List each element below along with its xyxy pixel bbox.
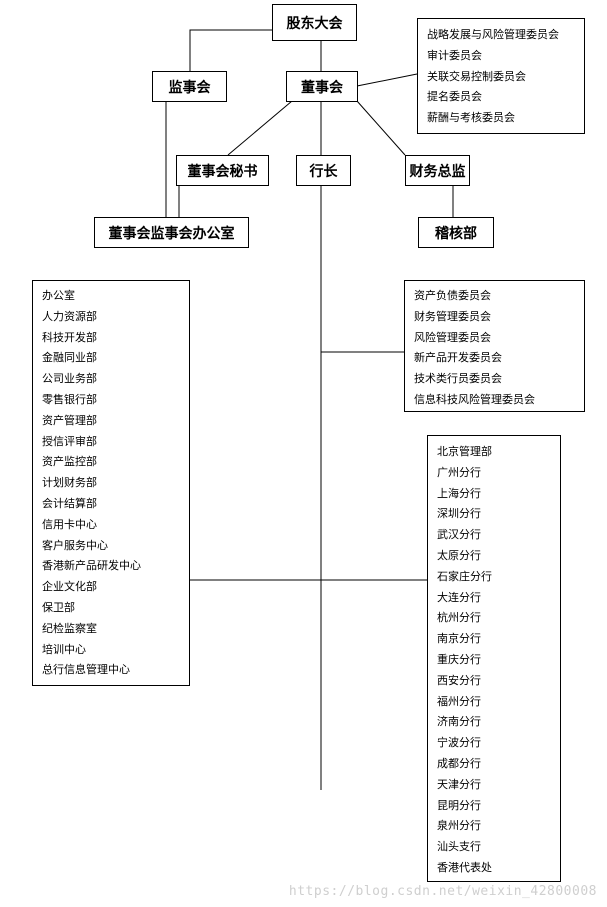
branch-item: 成都分行 — [437, 756, 481, 770]
president-label: 行长 — [309, 163, 338, 180]
branch-item: 香港代表处 — [437, 860, 492, 874]
branch-item: 重庆分行 — [437, 652, 481, 666]
line-board-committees — [356, 73, 418, 87]
president-committees-box: 资产负债委员会 财务管理委员会 风险管理委员会 新产品开发委员会 技术类行员委员… — [404, 280, 585, 412]
branch-item: 广州分行 — [437, 465, 481, 479]
joint-office-label: 董事会监事会办公室 — [108, 225, 235, 242]
department-item: 科技开发部 — [42, 330, 97, 344]
board-of-directors-node: 董事会 — [286, 71, 358, 102]
president-committee-item: 财务管理委员会 — [414, 309, 491, 323]
department-item: 客户服务中心 — [42, 538, 108, 552]
board-committees-box: 战略发展与风险管理委员会 审计委员会 关联交易控制委员会 提名委员会 薪酬与考核… — [417, 18, 585, 134]
branch-item: 杭州分行 — [437, 611, 481, 625]
department-item: 纪检监察室 — [42, 621, 97, 635]
audit-dept-node: 稽核部 — [418, 217, 494, 248]
shareholders-meeting-node: 股东大会 — [272, 4, 357, 41]
branch-item: 北京管理部 — [437, 445, 492, 458]
department-item: 香港新产品研发中心 — [42, 559, 141, 573]
branch-item: 济南分行 — [437, 715, 481, 729]
department-item: 总行信息管理中心 — [42, 663, 130, 677]
line-board-secretary — [227, 100, 293, 156]
board-committee-item: 战略发展与风险管理委员会 — [427, 28, 559, 41]
president-committee-item: 新产品开发委员会 — [414, 351, 502, 365]
watermark: https://blog.csdn.net/weixin_42800008 — [288, 884, 597, 899]
department-item: 会计结算部 — [42, 496, 97, 510]
department-item: 办公室 — [42, 289, 75, 302]
president-committee-item: 资产负债委员会 — [414, 289, 491, 302]
department-item: 资产监控部 — [42, 455, 97, 469]
department-item: 资产管理部 — [42, 413, 97, 427]
board-of-directors-label: 董事会 — [301, 79, 343, 96]
board-committee-item: 提名委员会 — [427, 90, 482, 104]
branch-item: 武汉分行 — [437, 528, 481, 542]
audit-dept-label: 稽核部 — [435, 225, 477, 242]
department-item: 金融同业部 — [42, 351, 97, 365]
branch-item: 宁波分行 — [437, 736, 481, 750]
branch-item: 大连分行 — [437, 590, 481, 604]
branch-item: 天津分行 — [437, 777, 481, 791]
board-secretary-label: 董事会秘书 — [187, 163, 258, 180]
head-office-departments-box: 办公室 人力资源部 科技开发部 金融同业部 公司业务部 零售银行部 资产管理部 … — [32, 280, 190, 686]
department-item: 保卫部 — [42, 600, 75, 614]
board-committee-item: 薪酬与考核委员会 — [427, 111, 515, 125]
cfo-node: 财务总监 — [405, 155, 470, 186]
supervisory-board-label: 监事会 — [168, 79, 211, 96]
shareholders-meeting-label: 股东大会 — [286, 15, 343, 32]
joint-office-node: 董事会监事会办公室 — [94, 217, 249, 248]
department-item: 信用卡中心 — [42, 517, 97, 531]
department-item: 零售银行部 — [42, 392, 97, 406]
department-item: 人力资源部 — [42, 309, 97, 323]
branches-box: 北京管理部 广州分行 上海分行 深圳分行 武汉分行 太原分行 石家庄分行 大连分… — [427, 435, 561, 882]
branch-item: 西安分行 — [437, 673, 481, 687]
board-committee-item: 审计委员会 — [427, 48, 482, 62]
department-item: 企业文化部 — [42, 580, 97, 594]
branch-item: 汕头支行 — [437, 840, 481, 854]
president-committee-item: 技术类行员委员会 — [414, 372, 502, 386]
president-committee-item: 风险管理委员会 — [414, 330, 491, 344]
department-item: 培训中心 — [42, 642, 86, 656]
branch-item: 福州分行 — [437, 694, 481, 708]
branch-item: 石家庄分行 — [437, 569, 492, 583]
president-node: 行长 — [296, 155, 351, 186]
department-item: 计划财务部 — [42, 476, 97, 490]
supervisory-board-node: 监事会 — [152, 71, 227, 102]
branch-item: 泉州分行 — [437, 819, 481, 833]
branch-item: 太原分行 — [437, 548, 481, 562]
branch-item: 上海分行 — [437, 486, 481, 500]
branch-item: 深圳分行 — [437, 507, 481, 521]
cfo-label: 财务总监 — [409, 163, 466, 180]
branch-item: 昆明分行 — [437, 798, 481, 812]
board-secretary-node: 董事会秘书 — [176, 155, 269, 186]
board-committee-item: 关联交易控制委员会 — [427, 69, 526, 83]
department-item: 授信评审部 — [42, 434, 97, 448]
line-board-cfo — [356, 100, 406, 156]
department-item: 公司业务部 — [42, 372, 97, 386]
branch-item: 南京分行 — [437, 632, 481, 646]
president-committee-item: 信息科技风险管理委员会 — [414, 392, 535, 406]
line-shareholders-supervisory — [189, 29, 272, 71]
